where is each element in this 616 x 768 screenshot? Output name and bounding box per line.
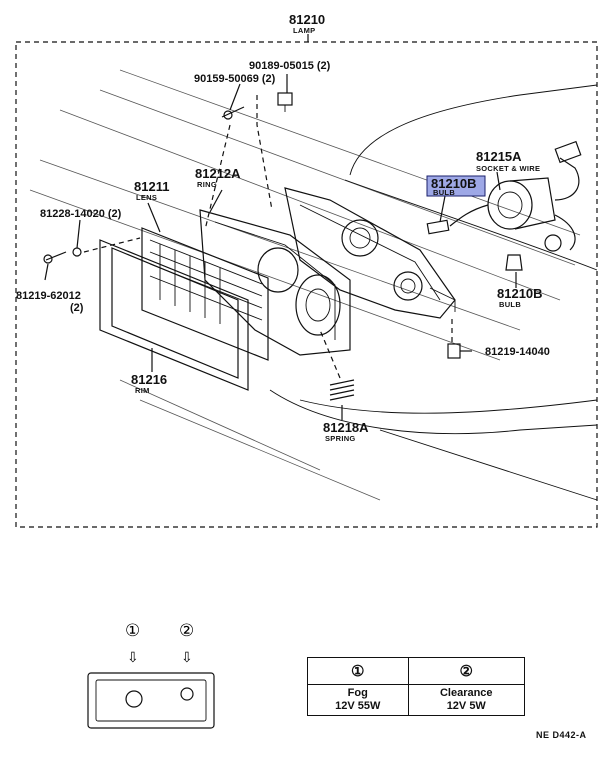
nut-81219-14040 [447,343,461,359]
nut-81228 [72,247,82,257]
assembly-frame [15,41,598,528]
label-81219-62012-qty: (2) [70,302,84,314]
label-81212A-name: RING [197,180,217,189]
label-81212A: 81212A [195,166,241,181]
socket-plate-inner [95,679,207,722]
label-81219-14040: 81219-14040 [485,346,550,358]
socket-detail: ① ② ⇩ ⇩ [87,621,215,729]
label-81210B-top: 81210B [431,176,477,191]
table-header-1: ① [307,657,409,685]
label-81219-62012: 81219-62012 [16,290,81,302]
clearance-spec: 12V 5W [446,700,486,712]
label-81211: 81211 [134,179,169,194]
diagram-reference: NE D442-A [536,730,587,740]
socket-hole-2 [180,687,194,701]
socket-plate [87,672,215,729]
label-81210-name: LAMP [293,26,315,35]
highlight-81210B [426,175,486,197]
guide-clip [256,95,273,211]
label-81210B-bottom: 81210B [497,286,543,301]
table-cell-clearance: Clearance 12V 5W [407,684,526,716]
label-81211-name: LENS [136,193,157,202]
screw-81219-62012 [43,251,67,264]
label-81210: 81210 [289,12,325,27]
label-81210B-bottom-name: BULB [499,300,521,309]
guide-spring [319,329,341,379]
label-81215A-name: SOCKET & WIRE [476,164,540,173]
lamp-rim [99,239,249,391]
lamp-housing-bracket [284,187,456,319]
label-90159: 90159-50069 (2) [194,73,276,85]
bulb-spec-table: ① ② Fog 12V 55W Clearance 12V 5W [307,657,526,716]
reflector-ring [199,209,351,356]
fog-spec: 12V 55W [335,700,381,712]
arrow-down-icon-2: ⇩ [181,650,193,666]
label-81216-name: RIM [135,386,150,395]
socket-and-wire [449,140,582,252]
label-90189: 90189-05015 (2) [249,60,331,72]
vehicle-body-outline [29,69,598,501]
lamp-lens [141,227,269,361]
clearance-bulb [505,254,523,271]
screw-90159 [221,106,245,120]
socket-marker-1: ① [125,621,140,641]
fog-bulb-small [426,219,450,235]
label-81228: 81228-14020 (2) [40,208,122,220]
fog-label: Fog [347,687,368,699]
clearance-label: Clearance [439,687,493,699]
table-header-2: ② [407,657,526,685]
label-81218A: 81218A [323,420,369,435]
leader-lines [44,74,517,420]
guide-nut [83,237,141,253]
adjuster-spring [329,379,355,401]
label-81210B-top-name: BULB [433,188,455,197]
table-cell-fog: Fog 12V 55W [307,684,409,716]
label-81216: 81216 [131,372,167,387]
label-81215A: 81215A [476,149,522,164]
arrow-down-icon: ⇩ [127,650,139,666]
socket-marker-2: ② [179,621,194,641]
clip-90189 [277,92,293,112]
socket-hole-1 [125,690,143,708]
label-81218A-name: SPRING [325,434,356,443]
